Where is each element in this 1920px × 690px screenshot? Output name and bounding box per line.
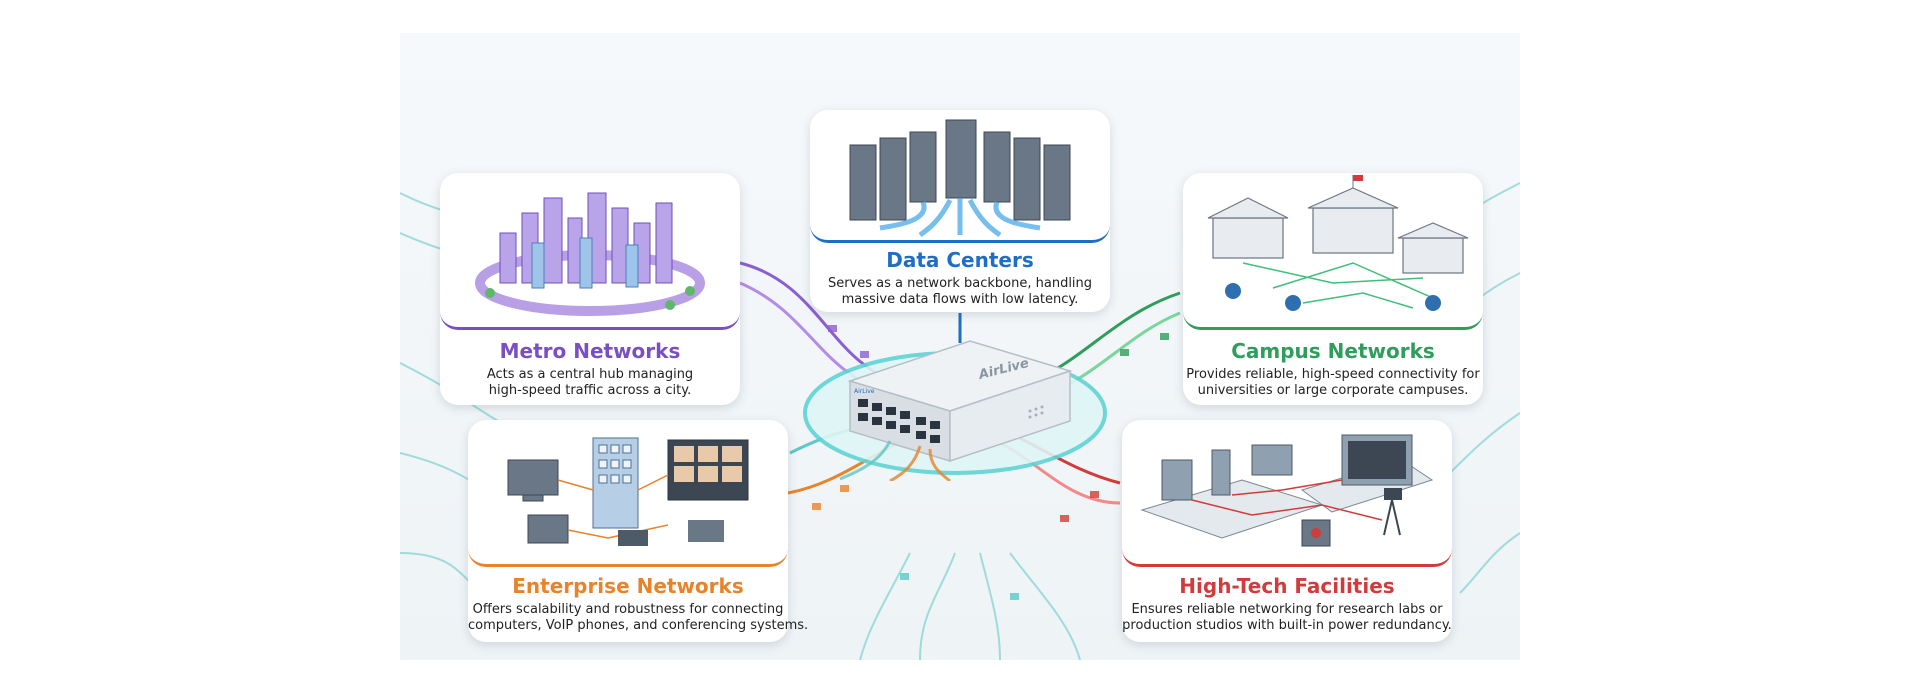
switch-brand-small: AirLive	[854, 388, 875, 395]
datacenters-description: Serves as a network backbone, handling m…	[810, 276, 1110, 308]
card-data-centers: Data Centers Serves as a network backbon…	[810, 110, 1110, 312]
enterprise-desc-line2: computers, VoIP phones, and conferencing…	[468, 618, 809, 633]
network-switch-icon: AirLive AirLive	[830, 331, 1080, 483]
datacenters-desc-line1: Serves as a network backbone, handling	[827, 276, 1093, 291]
hightech-desc-line2: production studios with built-in power r…	[1122, 618, 1452, 633]
metro-illustration	[440, 173, 740, 330]
campus-description: Provides reliable, high-speed connectivi…	[1183, 367, 1483, 399]
hightech-title: High-Tech Facilities	[1179, 574, 1395, 598]
datacenters-title: Data Centers	[886, 248, 1034, 272]
card-enterprise-networks: Enterprise Networks Offers scalability a…	[468, 420, 809, 642]
city-skyline-icon	[475, 192, 705, 316]
metro-title: Metro Networks	[499, 339, 681, 363]
card-campus-networks: Campus Networks Provides reliable, high-…	[1183, 173, 1483, 405]
server-rack-icon	[849, 119, 1071, 238]
datacenters-desc-line2: massive data flows with low latency.	[841, 292, 1079, 307]
hightech-illustration	[1122, 420, 1452, 567]
enterprise-title: Enterprise Networks	[512, 574, 744, 598]
enterprise-desc-line1: Offers scalability and robustness for co…	[472, 602, 784, 617]
campus-title: Campus Networks	[1231, 339, 1435, 363]
campus-buildings-icon	[1207, 175, 1469, 311]
enterprise-description: Offers scalability and robustness for co…	[468, 602, 809, 634]
metro-description: Acts as a central hub managing high-spee…	[440, 367, 740, 399]
datacenter-illustration	[810, 110, 1110, 243]
lab-studio-icon	[1140, 434, 1434, 547]
campus-illustration	[1183, 173, 1483, 330]
metro-desc-line2: high-speed traffic across a city.	[488, 383, 692, 398]
diagram-canvas: AirLive AirLive	[400, 33, 1520, 660]
campus-desc-line2: universities or large corporate campuses…	[1197, 383, 1469, 398]
campus-desc-line1: Provides reliable, high-speed connectivi…	[1186, 367, 1480, 382]
office-building-icon	[507, 437, 749, 546]
metro-desc-line1: Acts as a central hub managing	[486, 367, 694, 382]
card-hightech-facilities: High-Tech Facilities Ensures reliable ne…	[1122, 420, 1452, 642]
card-metro-networks: Metro Networks Acts as a central hub man…	[440, 173, 740, 405]
hightech-desc-line1: Ensures reliable networking for research…	[1131, 602, 1443, 617]
hightech-description: Ensures reliable networking for research…	[1122, 602, 1452, 634]
enterprise-illustration	[468, 420, 788, 567]
